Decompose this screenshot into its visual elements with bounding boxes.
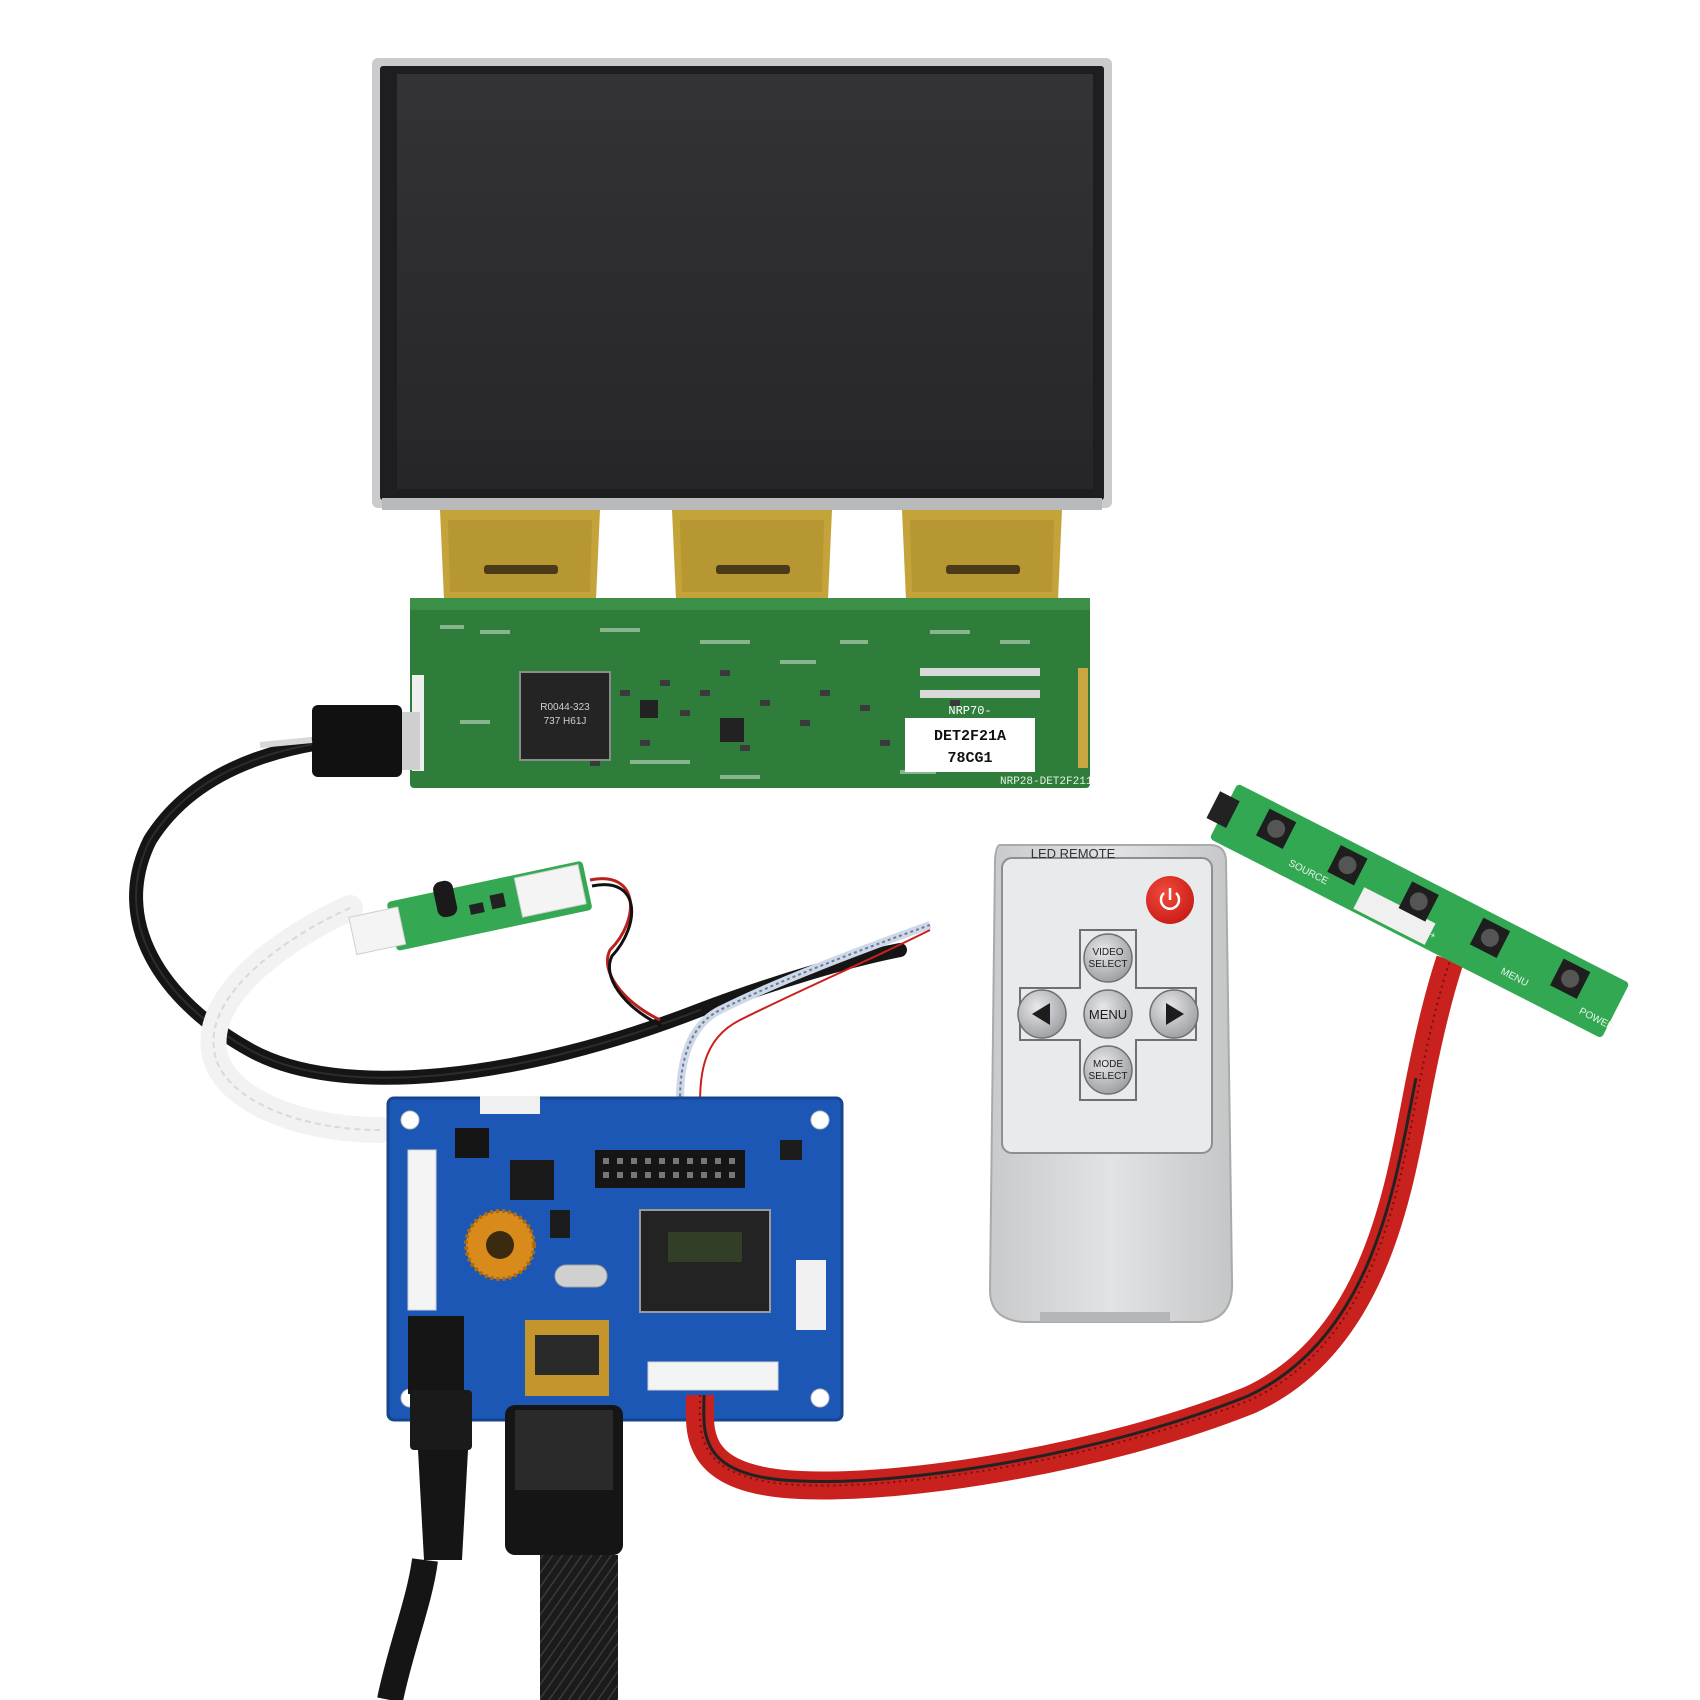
keypad-button-power[interactable] bbox=[1550, 958, 1591, 999]
video-select-label-2: SELECT bbox=[1089, 959, 1128, 970]
power-button[interactable] bbox=[1146, 876, 1194, 924]
lvds-header bbox=[595, 1150, 745, 1188]
smd-components bbox=[590, 670, 970, 766]
hdmi-cable bbox=[505, 1405, 623, 1700]
keypad-connector-white bbox=[1353, 887, 1436, 945]
right-button[interactable] bbox=[1149, 989, 1199, 1039]
video-select-button[interactable]: VIDEO SELECT bbox=[1083, 933, 1133, 983]
mode-select-button[interactable]: MODE SELECT bbox=[1083, 1045, 1133, 1095]
keypad-button-plus[interactable] bbox=[1398, 881, 1439, 922]
flex-cable-left bbox=[440, 510, 600, 600]
ic-small bbox=[720, 718, 744, 742]
backlight-driver-board bbox=[200, 861, 663, 1143]
chip-text-line1: R0044-323 bbox=[540, 702, 590, 713]
tcon-label: NRP70- DET2F21A 78CG1 bbox=[905, 704, 1035, 772]
keypad-board: SOURCE - + MENU POWER bbox=[1206, 784, 1629, 1038]
keypad-label-plus: + bbox=[1427, 930, 1437, 943]
ad-controller-board bbox=[386, 921, 932, 1422]
audio-jack bbox=[408, 1316, 464, 1394]
ir-receiver bbox=[1206, 791, 1240, 829]
black-lvds-cable bbox=[129, 705, 907, 1085]
lcd-glass bbox=[397, 74, 1093, 489]
inductor bbox=[433, 880, 458, 918]
lcd-panel bbox=[372, 58, 1112, 510]
flex-cables bbox=[440, 510, 1062, 600]
connector-pins bbox=[920, 668, 1040, 698]
mode-select-label-2: SELECT bbox=[1089, 1071, 1128, 1082]
gold-edge bbox=[1078, 668, 1088, 768]
cable-wrap bbox=[312, 705, 402, 777]
tcon-main-chip: R0044-323 737 H61J bbox=[519, 671, 611, 761]
keypad-label-minus: - bbox=[1356, 893, 1364, 904]
capacitor bbox=[510, 1160, 554, 1200]
av-cable bbox=[377, 1390, 472, 1700]
keypad-button-menu[interactable] bbox=[1469, 917, 1511, 958]
mode-select-label-1: MODE bbox=[1093, 1059, 1123, 1070]
lcd-bottom-edge bbox=[382, 498, 1102, 510]
keypad-button-minus[interactable] bbox=[1327, 844, 1368, 886]
power-connector bbox=[796, 1260, 826, 1330]
power-icon bbox=[1159, 888, 1181, 910]
dpad-outline bbox=[1019, 929, 1197, 1101]
keypad-output-connector bbox=[647, 1361, 779, 1391]
backlight-connector bbox=[407, 1149, 437, 1311]
board-edge-text: NRP28-DET2F211 bbox=[1000, 776, 1093, 788]
keypad-button-source[interactable] bbox=[1255, 808, 1297, 850]
left-button[interactable] bbox=[1017, 989, 1067, 1039]
right-arrow-icon bbox=[1166, 1003, 1184, 1025]
keypad-connector bbox=[480, 1096, 540, 1114]
video-select-label-1: VIDEO bbox=[1092, 947, 1123, 958]
keypad-wire-harness bbox=[685, 955, 1464, 1500]
chip-text-line2: 737 H61J bbox=[544, 716, 587, 727]
crystal bbox=[554, 1264, 608, 1288]
remote-title: LED REMOTE bbox=[1031, 846, 1116, 861]
scaler-chip bbox=[639, 1209, 771, 1313]
menu-label: MENU bbox=[1089, 1007, 1127, 1022]
menu-button[interactable]: MENU bbox=[1083, 989, 1133, 1039]
flex-cable-middle bbox=[672, 510, 832, 600]
flex-cable-right bbox=[902, 510, 1062, 600]
toroid-inductor bbox=[464, 1209, 536, 1281]
label-code-text: 78CG1 bbox=[947, 750, 992, 767]
ir-remote-control[interactable]: LED REMOTE VIDEO SELECT MENU MODE SELECT bbox=[988, 844, 1234, 1323]
tcon-board: R0044-323 737 H61J NRP70- DET2F21A 78CG1… bbox=[410, 598, 1093, 788]
battery-slot bbox=[1040, 1312, 1170, 1322]
ic-small bbox=[640, 700, 658, 718]
label-model-text: DET2F21A bbox=[934, 728, 1006, 745]
label-top-text: NRP70- bbox=[948, 704, 991, 718]
left-arrow-icon bbox=[1032, 1003, 1050, 1025]
